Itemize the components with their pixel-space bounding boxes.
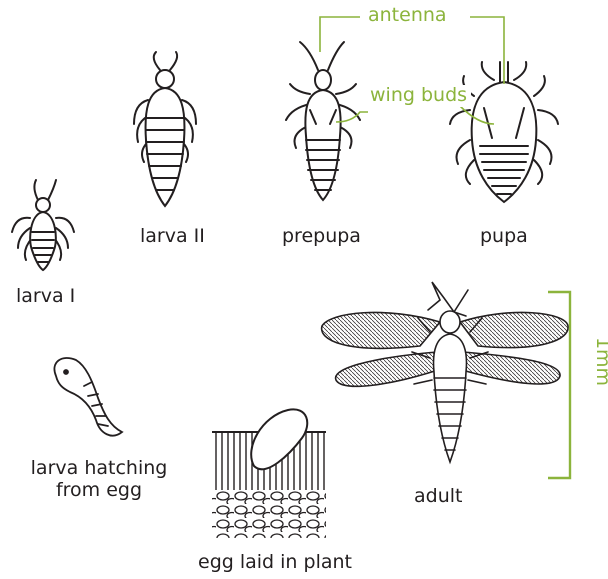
- adult-thrips-illustration: [322, 282, 568, 462]
- callout-antenna: antenna: [364, 5, 451, 27]
- prepupa-illustration: [286, 42, 360, 200]
- scale-label: 1mm: [593, 337, 608, 386]
- label-prepupa: prepupa: [282, 226, 361, 248]
- label-adult: adult: [414, 486, 462, 508]
- wing-buds-callout-line: [336, 106, 494, 124]
- label-larva-1: larva I: [16, 286, 75, 308]
- label-egg-in-plant: egg laid in plant: [198, 552, 352, 574]
- larva-2-illustration: [134, 52, 196, 206]
- egg-in-plant-illustration: [212, 409, 326, 538]
- larva-1-illustration: [12, 180, 74, 270]
- hatching-larva-illustration: [54, 358, 122, 436]
- label-pupa: pupa: [480, 226, 528, 248]
- label-larva-2: larva II: [140, 226, 205, 248]
- callout-wing-buds: wing buds: [366, 85, 471, 107]
- antenna-callout-line: [320, 17, 504, 84]
- label-hatching-larva: larva hatching from egg: [14, 458, 184, 502]
